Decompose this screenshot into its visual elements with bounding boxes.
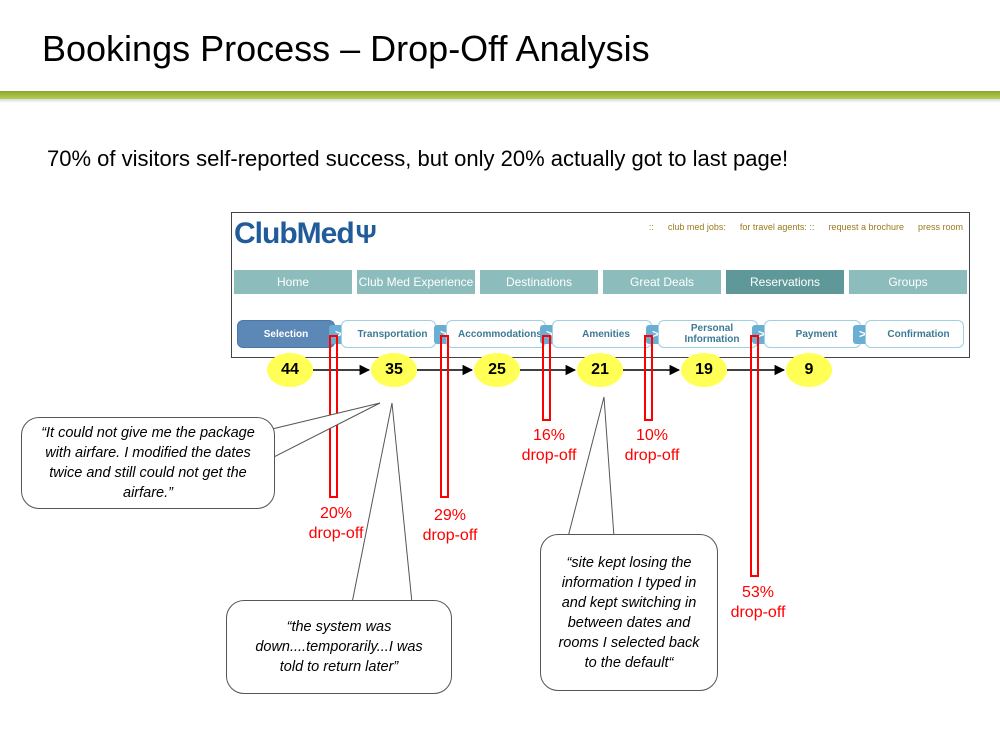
dropoff-label: 10% drop-off	[614, 426, 690, 466]
dropoff-percent: 10%	[635, 427, 669, 444]
clubmed-logo: ClubMedΨ	[234, 217, 377, 251]
funnel-node-amenities: 21	[577, 353, 623, 387]
dropoff-percent: 29%	[433, 507, 467, 524]
callout-tail-site-losing	[567, 396, 615, 538]
clubmed-screenshot: ClubMedΨ :: club med jobs: for travel ag…	[231, 212, 970, 358]
main-nav: Home Club Med Experience Destinations Gr…	[234, 270, 967, 294]
dropoff-bar	[750, 335, 759, 577]
step-transportation[interactable]: Transportation	[341, 320, 436, 348]
top-link: ::	[648, 222, 654, 232]
title-rule	[0, 91, 1000, 99]
dropoff-percent: 53%	[741, 584, 775, 601]
dropoff-bar	[440, 335, 449, 498]
nav-tab-home[interactable]: Home	[234, 270, 352, 294]
nav-tab-reservations[interactable]: Reservations	[726, 270, 844, 294]
funnel-node-personal-information: 19	[681, 353, 727, 387]
quote-airfare-callout: “It could not give me the package with a…	[21, 417, 275, 509]
nav-tab-experience[interactable]: Club Med Experience	[357, 270, 475, 294]
funnel-node-accommodations: 25	[474, 353, 520, 387]
callout-tails	[267, 396, 615, 604]
slide-subtitle: 70% of visitors self-reported success, b…	[47, 146, 789, 171]
dropoff-bar	[644, 335, 653, 421]
top-link-brochure[interactable]: request a brochure	[828, 222, 904, 232]
step-payment[interactable]: Payment	[764, 320, 861, 348]
step-accommodations[interactable]: Accommodations	[446, 320, 546, 348]
quote-system-down-callout: “the system was down....temporarily...I …	[226, 600, 452, 694]
top-links: :: club med jobs: for travel agents: :: …	[649, 222, 963, 232]
step-amenities[interactable]: Amenities	[552, 320, 652, 348]
dropoff-label: 16% drop-off	[511, 426, 587, 466]
step-confirmation[interactable]: Confirmation	[865, 320, 964, 348]
dropoff-bar	[542, 335, 551, 421]
dropoff-text: drop-off	[308, 525, 364, 542]
funnel-node-transportation: 35	[371, 353, 417, 387]
dropoff-label: 20% drop-off	[298, 504, 374, 544]
trident-icon: Ψ	[355, 219, 377, 249]
callout-tail-system-down	[351, 402, 413, 604]
dropoff-text: drop-off	[521, 447, 577, 464]
funnel-node-selection: 44	[267, 353, 313, 387]
dropoff-text: drop-off	[422, 527, 478, 544]
top-link-jobs[interactable]: club med jobs:	[667, 222, 726, 232]
dropoff-label: 29% drop-off	[412, 506, 488, 546]
top-link-travel-agents[interactable]: for travel agents: ::	[739, 222, 815, 232]
funnel-node-payment: 9	[786, 353, 832, 387]
booking-steps: Selection > Transportation > Accommodati…	[237, 320, 967, 350]
dropoff-percent: 20%	[319, 505, 353, 522]
dropoff-percent: 16%	[532, 427, 566, 444]
step-selection[interactable]: Selection	[237, 320, 335, 348]
dropoff-text: drop-off	[624, 447, 680, 464]
callout-tail-airfare	[267, 402, 381, 460]
step-personal-information[interactable]: Personal Information	[658, 320, 758, 348]
dropoff-text: drop-off	[730, 604, 786, 621]
quote-site-losing-callout: “site kept losing the information I type…	[540, 534, 718, 691]
slide-title: Bookings Process – Drop-Off Analysis	[42, 28, 650, 69]
dropoff-label: 53% drop-off	[720, 583, 796, 623]
nav-tab-groups[interactable]: Groups	[849, 270, 967, 294]
nav-tab-great-deals[interactable]: Great Deals	[603, 270, 721, 294]
nav-tab-destinations[interactable]: Destinations	[480, 270, 598, 294]
title-rule-shadow	[0, 99, 1000, 103]
logo-text: ClubMed	[234, 217, 355, 250]
top-link-press-room[interactable]: press room	[917, 222, 963, 232]
